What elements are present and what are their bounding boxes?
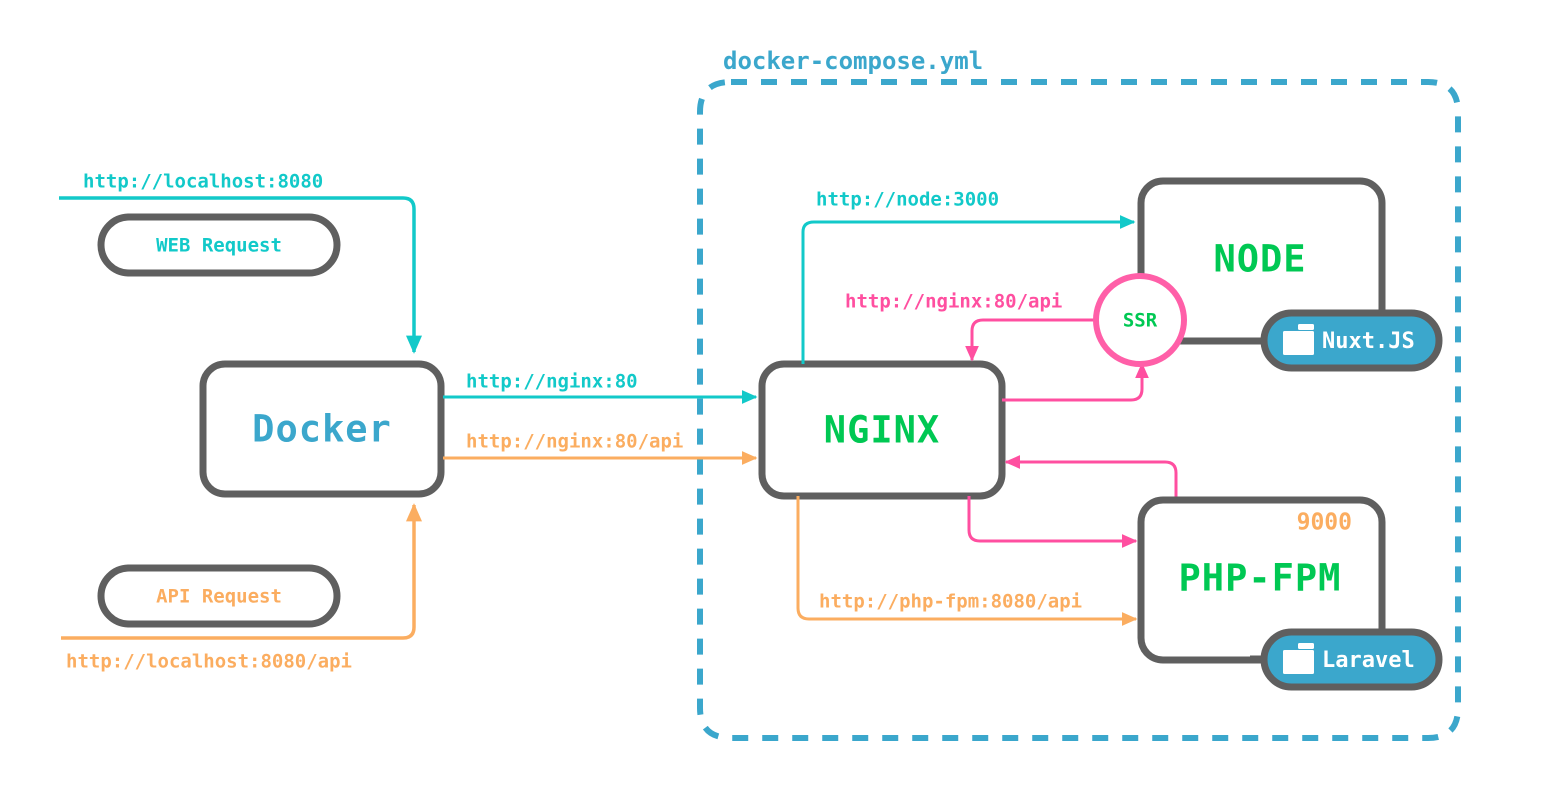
phpfpm-title: PHP-FPM [1179,557,1342,600]
edge-ssr-nginx: http://nginx:80/api [845,291,1101,362]
docker-box[interactable] [199,360,445,498]
folder-icon [1283,324,1314,355]
nginx-phpfpm-pink-arrow [967,496,1138,548]
ssr-node-group: SSR [1093,273,1187,367]
docker-title: Docker [252,408,392,451]
nginx-title: NGINX [824,409,940,452]
web-request-flow-arrow [59,196,423,354]
ssr-circle[interactable] [1093,273,1187,367]
api-request-group: API Request http://localhost:8080/api [61,503,423,673]
docker-compose-container: docker-compose.yml [697,47,1461,741]
folder-icon [1283,643,1314,674]
nuxt-badge-group: Nuxt.JS [1260,309,1443,372]
nginx-node-arrow [801,215,1136,364]
api-request-label: API Request [156,586,282,608]
phpfpm-nginx-arrow [1004,455,1178,498]
api-request-pill[interactable] [97,564,341,628]
nginx-box[interactable] [758,360,1006,500]
api-request-flow-arrow [61,503,423,640]
edge-nginx-node: http://node:3000 [801,189,1136,364]
docker-box-group: Docker [199,360,445,498]
docker-nginx-web-label: http://nginx:80 [466,371,638,393]
nginx-phpfpm-api-label: http://php-fpm:8080/api [819,591,1082,613]
phpfpm-port-label: 9000 [1297,510,1352,536]
web-request-label: WEB Request [156,235,282,257]
edge-docker-nginx-web: http://nginx:80 [443,371,758,404]
api-request-url-label: http://localhost:8080/api [66,651,352,673]
ssr-nginx-arrow [965,318,1101,362]
edge-nginx-phpfpm-pink [967,496,1138,548]
docker-nginx-api-label: http://nginx:80/api [466,431,683,453]
web-request-pill[interactable] [97,213,341,277]
compose-title: docker-compose.yml [723,47,983,75]
nuxt-badge-label: Nuxt.JS [1322,329,1415,354]
ssr-nginx-label: http://nginx:80/api [845,291,1062,313]
laravel-badge-group: Laravel [1260,628,1443,691]
laravel-badge-label: Laravel [1322,648,1415,673]
ssr-label: SSR [1123,310,1158,332]
compose-dashed-border [697,79,1461,741]
edge-docker-nginx-api: http://nginx:80/api [443,431,758,465]
nginx-box-group: NGINX [758,360,1006,500]
nginx-ssr-arrow [1002,362,1149,402]
nginx-phpfpm-api-arrow [796,496,1138,626]
web-request-url-label: http://localhost:8080 [83,171,323,193]
nginx-node-label: http://node:3000 [816,189,999,211]
node-title: NODE [1213,238,1306,281]
edge-phpfpm-nginx [1004,455,1178,498]
edge-nginx-phpfpm-api: http://php-fpm:8080/api [796,496,1138,626]
web-request-group: WEB Request http://localhost:8080 [59,171,423,354]
edge-nginx-ssr [1002,362,1149,402]
